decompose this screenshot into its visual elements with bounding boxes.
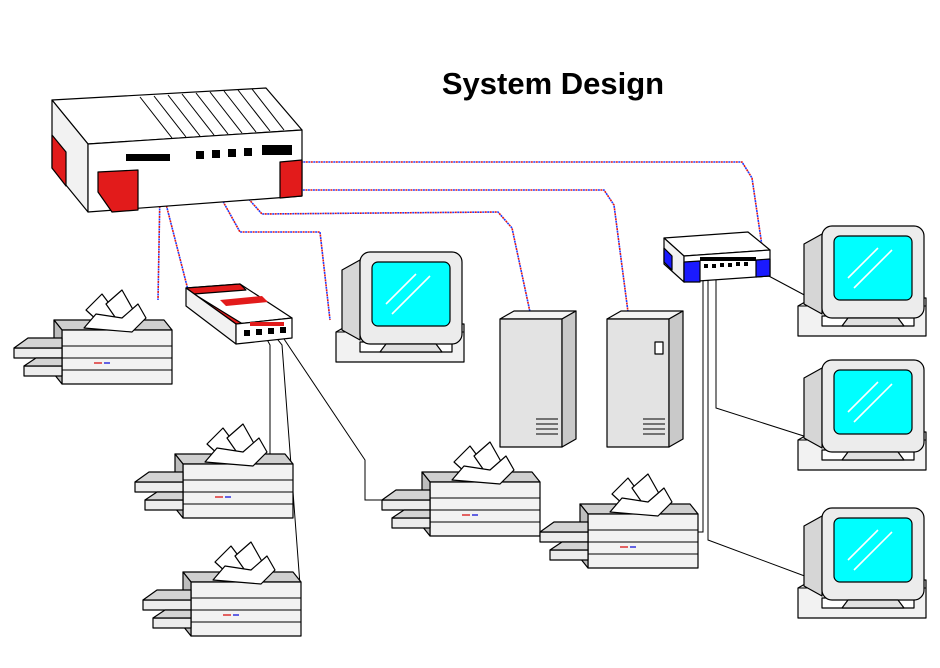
main-hub-vents <box>139 88 285 139</box>
right-switch <box>663 231 771 283</box>
line-switch-to-printer-6 <box>686 268 704 533</box>
cable-hub-to-switch <box>245 157 763 247</box>
line-switch-to-workstation-2 <box>715 268 811 439</box>
printer-3 <box>142 541 302 637</box>
line-hub-to-printer-5 <box>277 329 392 501</box>
server-1 <box>499 310 577 448</box>
cable-hub-to-small-hub <box>149 163 189 291</box>
workstation-right-1 <box>797 225 927 337</box>
main-hub-port-block <box>126 154 170 161</box>
line-switch-to-workstation-1 <box>764 273 811 299</box>
workstation-right-2 <box>797 359 927 471</box>
main-hub <box>51 87 303 213</box>
workstation-center <box>335 251 465 363</box>
printer-2 <box>134 423 294 519</box>
workstation-right-3 <box>797 507 927 619</box>
printer-1 <box>13 289 173 385</box>
line-switch-to-workstation-3 <box>707 268 811 579</box>
cable-hub-to-switch <box>245 157 763 247</box>
server-2 <box>606 310 684 448</box>
small-hub <box>185 283 293 345</box>
printer-5 <box>539 473 699 569</box>
diagram-title: System Design <box>442 66 664 101</box>
printer-4 <box>381 441 541 537</box>
